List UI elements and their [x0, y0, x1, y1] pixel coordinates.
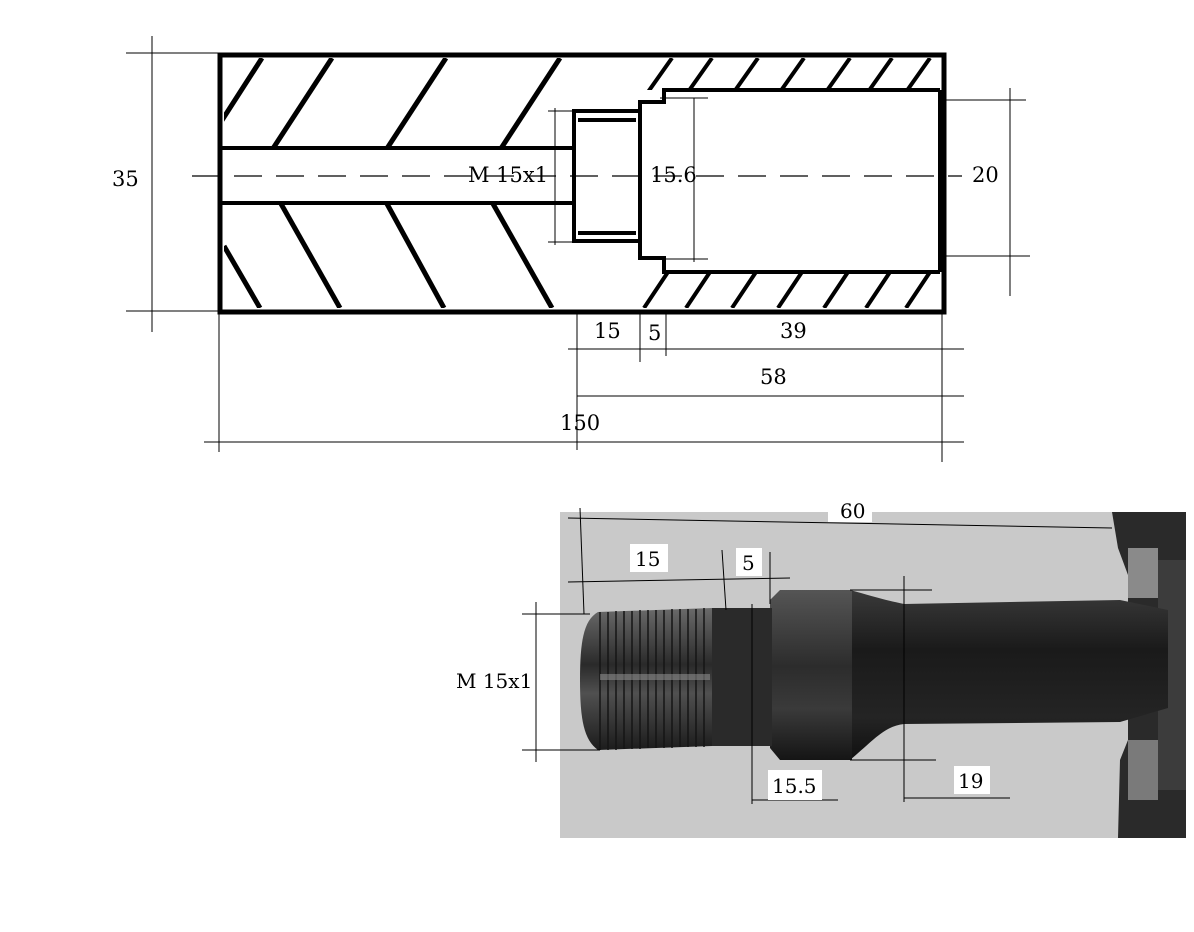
photo-overall-length-label: 60	[840, 499, 865, 523]
overall-length-label: 150	[560, 411, 600, 435]
thread-length-label: 15	[594, 319, 621, 343]
step-length-label: 5	[648, 321, 661, 345]
collar	[770, 590, 852, 760]
photo-dimension-lines	[522, 507, 1113, 804]
photo-thread-label: M 15x1	[456, 669, 532, 693]
height-label: 35	[112, 167, 139, 191]
hatching-left	[224, 58, 563, 308]
hatching-right	[642, 58, 932, 308]
bore-length-label: 39	[780, 319, 807, 343]
step-ring	[712, 608, 772, 746]
dimension-lines	[126, 36, 1030, 462]
photo-label-boxes	[630, 500, 990, 800]
body-outline	[217, 52, 947, 315]
photo-collar-dia-label: 15.5	[772, 774, 817, 798]
shaft	[850, 590, 1168, 760]
section-drawing: 35 M 15x1 15.6 20 15 5 39 58 150	[112, 36, 1030, 462]
total-bore-length-label: 58	[760, 365, 787, 389]
part-photo: 60 15 5 M 15x1 15.5 19	[456, 499, 1186, 838]
thread-label: M 15x1	[468, 163, 548, 187]
photo-shaft-dia-label: 19	[958, 769, 983, 793]
photo-step-length-label: 5	[742, 551, 755, 575]
photo-thread-length-label: 15	[635, 547, 660, 571]
large-bore	[638, 88, 942, 274]
bore-dia-label: 15.6	[650, 163, 697, 187]
outer-bore-dia-label: 20	[972, 163, 999, 187]
thread-highlight	[600, 674, 710, 680]
small-bore	[222, 146, 574, 205]
